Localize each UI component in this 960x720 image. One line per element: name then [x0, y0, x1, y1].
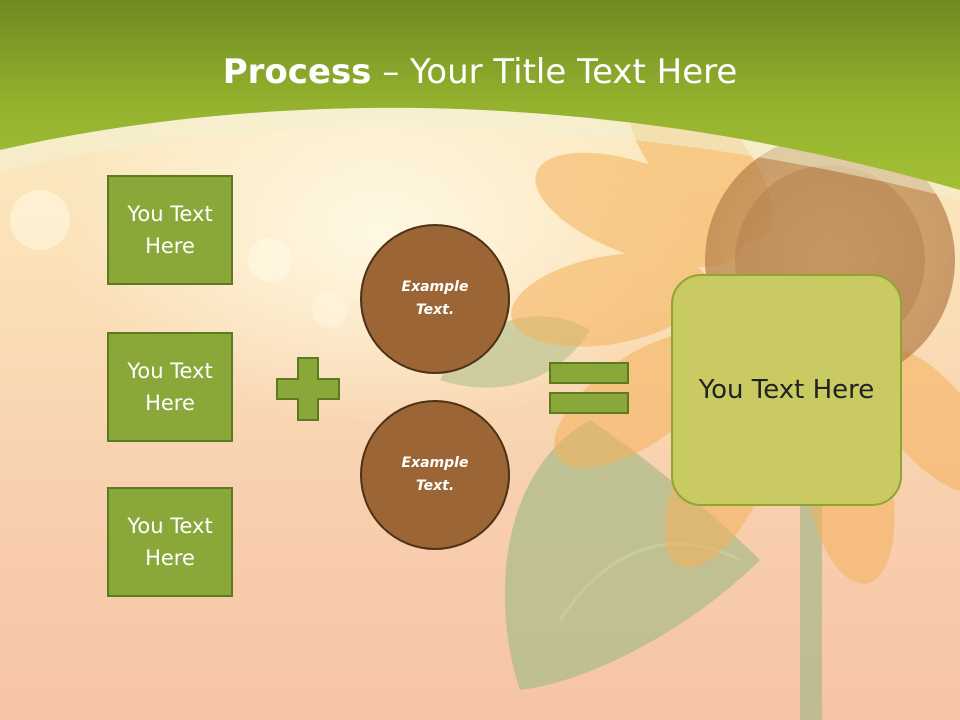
- input-box-label: You Text Here: [127, 514, 213, 570]
- input-box-label: You Text Here: [127, 202, 213, 258]
- plus-icon: [276, 357, 340, 421]
- result-box: You Text Here: [671, 274, 902, 506]
- example-circle-1: Example Text.: [360, 224, 510, 374]
- circle-label: Example Text.: [401, 279, 469, 318]
- circle-label: Example Text.: [401, 455, 469, 494]
- title-rest: – Your Title Text Here: [371, 52, 738, 92]
- input-box-1: You Text Here: [107, 175, 233, 285]
- result-label: You Text Here: [698, 375, 875, 405]
- input-box-label: You Text Here: [127, 359, 213, 415]
- equals-icon: [549, 362, 629, 414]
- title-bold: Process: [222, 52, 372, 92]
- input-box-2: You Text Here: [107, 332, 233, 442]
- page-title: Process – Your Title Text Here: [0, 52, 960, 92]
- input-box-3: You Text Here: [107, 487, 233, 597]
- example-circle-2: Example Text.: [360, 400, 510, 550]
